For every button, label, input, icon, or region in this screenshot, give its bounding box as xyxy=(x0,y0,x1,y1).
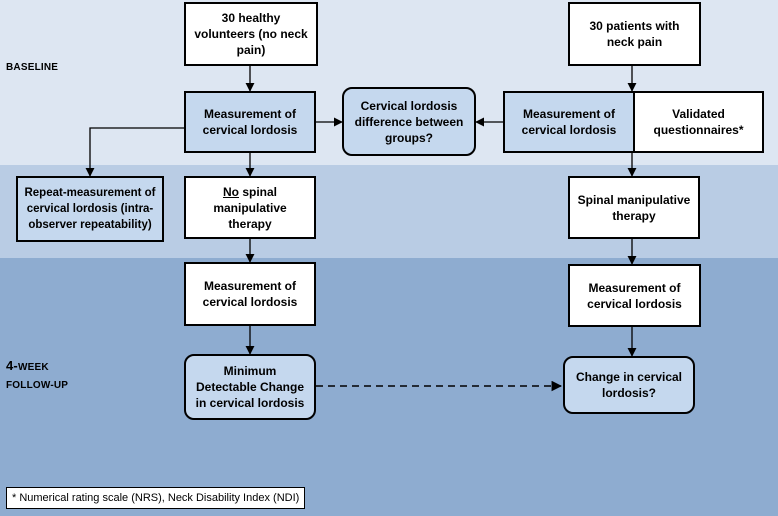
change-in-lordosis-box: Change in cervical lordosis? xyxy=(563,356,695,414)
lordosis-difference-box: Cervical lordosis difference between gro… xyxy=(342,87,476,156)
repeat-measurement-box: Repeat-measurement of cervical lordosis … xyxy=(16,176,164,242)
healthy-volunteers-box: 30 healthy volunteers (no neck pain) xyxy=(184,2,318,66)
no-smt-box: No spinal manipulative therapy xyxy=(184,176,316,239)
no-smt-prefix: No xyxy=(222,184,239,199)
measurement-patients-followup-box: Measurement of cervical lordosis xyxy=(568,264,701,327)
minimum-detectable-change-box: Minimum Detectable Change in cervical lo… xyxy=(184,354,316,420)
baseline-label: BASELINE xyxy=(6,62,59,73)
smt-box: Spinal manipulative therapy xyxy=(568,176,700,239)
patients-neck-pain-box: 30 patients with neck pain xyxy=(568,2,701,66)
no-smt-rest: spinal manipulative therapy xyxy=(213,184,287,231)
follow-up-weeks-label: 4-WEEK xyxy=(6,358,49,373)
validated-questionnaires-box: Validated questionnaires* xyxy=(633,91,764,153)
measurement-healthy-baseline-box: Measurement of cervical lordosis xyxy=(184,91,316,153)
measurement-healthy-followup-box: Measurement of cervical lordosis xyxy=(184,262,316,326)
follow-up-label: FOLLOW-UP xyxy=(6,380,69,391)
footnote: * Numerical rating scale (NRS), Neck Dis… xyxy=(6,487,306,509)
measurement-patients-baseline-box: Measurement of cervical lordosis xyxy=(503,91,635,153)
